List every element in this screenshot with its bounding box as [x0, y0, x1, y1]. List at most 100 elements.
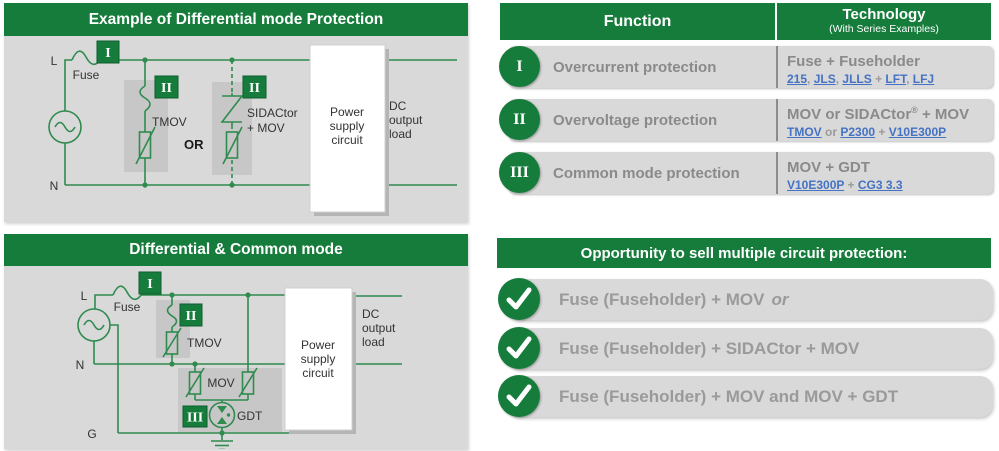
ac-source-icon	[77, 308, 111, 342]
tech-series-links: V10E300P + CG3 3.3	[787, 177, 991, 193]
numeral-badge-I: I	[499, 46, 540, 87]
table-row-overcurrent: I Overcurrent protection Fuse + Fusehold…	[499, 45, 993, 89]
badge-tmov-II: II	[154, 75, 179, 99]
badge-gdt-III: III	[182, 405, 208, 428]
opportunity-header: Opportunity to sell multiple circuit pro…	[497, 238, 991, 268]
item-bar	[507, 328, 993, 369]
tech-series-link[interactable]: V10E300P	[888, 125, 947, 139]
differential-circuit-svg: Power supply circuit I II II L N Fuse TM…	[48, 40, 457, 216]
mov-symbol-tmov	[135, 126, 156, 165]
label-tmov: TMOV	[152, 115, 187, 129]
junction-dots	[142, 57, 235, 188]
tech-title: Fuse + Fuseholder	[787, 53, 920, 70]
svg-text:circuit: circuit	[302, 366, 334, 380]
tech-series-links: TMOV or P2300 + V10E300P	[787, 124, 991, 140]
label-or: OR	[184, 137, 204, 152]
gdt-symbol	[208, 401, 236, 429]
header-technology-title: Technology	[842, 6, 926, 24]
tech-series-link[interactable]: V10E300P	[787, 178, 845, 192]
common-mode-panel: Differential & Common mode	[4, 234, 468, 449]
label-mov: MOV	[207, 376, 234, 390]
sidactor-symbol	[220, 93, 244, 125]
svg-text:II: II	[186, 309, 197, 324]
thermal-element-symbol	[139, 85, 151, 112]
tech-title: MOV or SIDACtor® + MOV	[787, 105, 970, 123]
label-tmov: TMOV	[187, 336, 222, 350]
circuit-wires	[93, 285, 402, 440]
junction-dots	[169, 292, 251, 436]
header-technology: Technology (With Series Examples)	[777, 3, 991, 40]
label-fuse: Fuse	[114, 300, 141, 314]
tech-separator: +	[844, 178, 858, 192]
checkmark-icon	[498, 375, 540, 417]
differential-mode-panel: Example of Differential mode Protection	[4, 3, 468, 222]
fuse-symbol	[112, 285, 142, 301]
badge-fuse-I: I	[138, 271, 162, 295]
svg-text:I: I	[147, 277, 152, 292]
label-fuse: Fuse	[73, 68, 100, 82]
mov-symbol-sidactor	[222, 126, 243, 165]
technology-cell: MOV or SIDACtor® + MOV TMOV or P2300 + V…	[776, 99, 991, 141]
label-sidactor-2: + MOV	[247, 121, 285, 135]
power-supply-box: Power supply circuit	[284, 287, 356, 434]
label-dc-1: DC	[362, 307, 380, 321]
svg-text:circuit: circuit	[331, 133, 363, 147]
opportunity-item-3: Fuse (Fuseholder) + MOV and MOV + GDT	[498, 375, 993, 417]
item-or-suffix: or	[771, 289, 789, 309]
panel-title-common: Differential & Common mode	[4, 234, 468, 266]
power-supply-box: Power supply circuit	[309, 44, 389, 216]
label-sidactor-1: SIDACtor	[247, 106, 298, 120]
table-row-overvoltage: II Overvoltage protection MOV or SIDACto…	[499, 98, 993, 142]
panel-title-differential: Example of Differential mode Protection	[4, 3, 468, 36]
label-line-l: L	[51, 54, 58, 68]
label-line-l: L	[81, 289, 88, 303]
item-label: Fuse (Fuseholder) + SIDACtor + MOV	[559, 338, 860, 358]
label-line-g: G	[87, 427, 96, 441]
svg-text:Power: Power	[301, 338, 335, 352]
tech-separator: ,	[807, 72, 814, 86]
table-row-common-mode: III Common mode protection MOV + GDT V10…	[499, 151, 993, 195]
item-bar	[507, 376, 993, 417]
svg-text:II: II	[161, 81, 172, 96]
tech-series-link[interactable]: TMOV	[787, 125, 822, 139]
opportunity-item-2: Fuse (Fuseholder) + SIDACtor + MOV	[498, 327, 993, 369]
fuse-symbol	[71, 50, 101, 66]
ac-source-icon	[48, 110, 82, 144]
tech-series-link[interactable]: JLS	[813, 72, 836, 86]
tech-series-link[interactable]: JLLS	[842, 72, 872, 86]
tech-title: MOV + GDT	[787, 159, 870, 176]
circuit-wires	[64, 50, 457, 186]
tech-series-link[interactable]: P2300	[840, 125, 876, 139]
badge-sidactor-II: II	[242, 75, 267, 99]
label-dc-2: output	[362, 321, 396, 335]
svg-text:III: III	[187, 411, 203, 426]
tech-separator: ,	[835, 72, 843, 86]
label-line-n: N	[50, 179, 59, 193]
label-dc-1: DC	[389, 99, 407, 113]
tech-series-link[interactable]: CG3 3.3	[857, 178, 903, 192]
svg-text:II: II	[249, 81, 260, 96]
label-gdt: GDT	[237, 409, 263, 423]
item-label: Fuse (Fuseholder) + MOV and MOV + GDT	[559, 386, 899, 406]
item-bar	[507, 279, 993, 320]
mov-symbol-tmov	[162, 327, 182, 358]
tech-series-link[interactable]: LFT	[885, 72, 907, 86]
tech-separator: ,	[906, 72, 913, 86]
badge-fuse-I: I	[96, 40, 120, 64]
header-technology-sub: (With Series Examples)	[829, 22, 939, 35]
function-label: Overvoltage protection	[553, 111, 718, 129]
label-dc-3: load	[389, 127, 412, 141]
tech-series-links: 215, JLS, JLLS + LFT, LFJ	[787, 71, 991, 87]
tech-series-link[interactable]: LFJ	[912, 72, 935, 86]
badge-tmov-II: II	[179, 303, 203, 327]
mov-symbol-right	[238, 367, 258, 398]
numeral-badge-III: III	[499, 152, 540, 193]
row-bar	[509, 46, 993, 88]
tech-separator: +	[871, 72, 886, 86]
tech-series-link[interactable]: 215	[787, 72, 808, 86]
technology-cell: MOV + GDT V10E300P + CG3 3.3	[776, 152, 991, 194]
label-line-n: N	[76, 358, 85, 372]
svg-text:I: I	[105, 46, 110, 61]
